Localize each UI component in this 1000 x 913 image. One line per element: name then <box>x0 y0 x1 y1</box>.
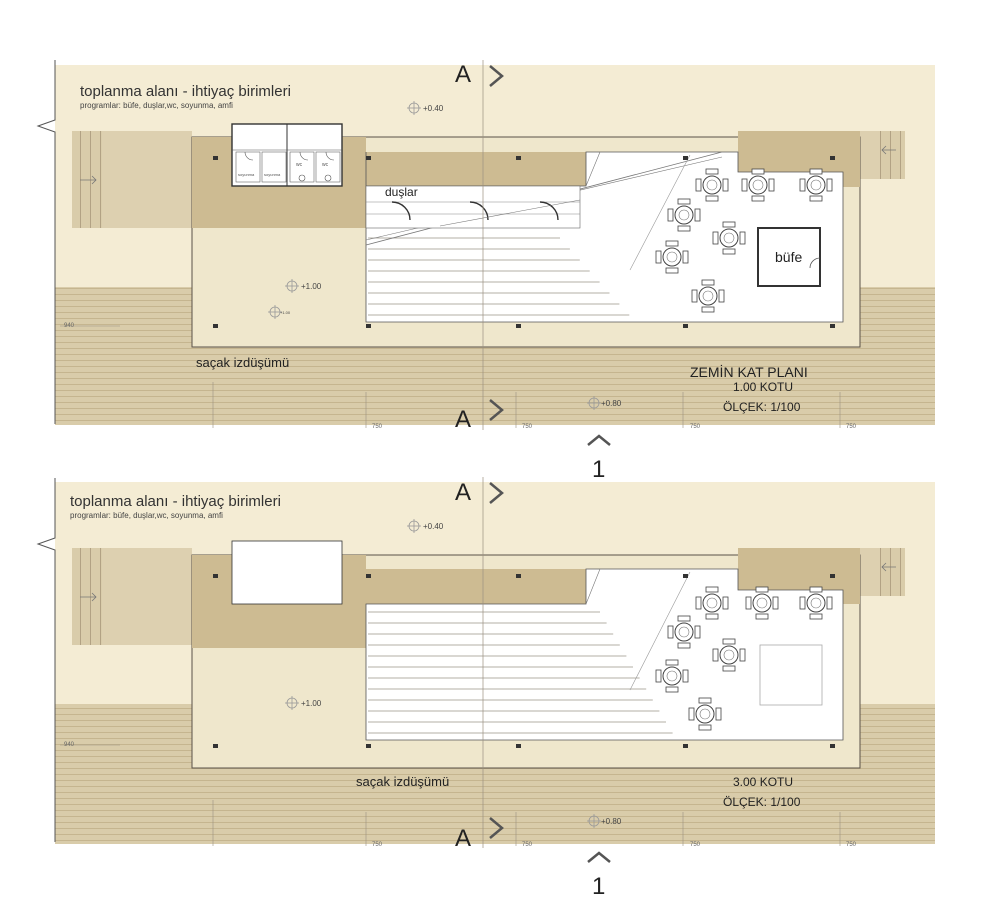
elevation-label: +1.00 <box>301 699 322 708</box>
elevation-label: +0.40 <box>423 104 444 113</box>
break-line-icon <box>36 478 56 842</box>
ramp-line <box>585 151 601 187</box>
shower-arc-icon <box>391 201 411 221</box>
door-arc-icon <box>325 151 335 161</box>
section-label: A <box>455 406 471 433</box>
plan-title: toplanma alanı - ihtiyaç birimleri <box>70 493 281 510</box>
level-title: 3.00 KOTU <box>733 775 793 789</box>
wc-label: wc <box>296 162 303 168</box>
dimension-label: 750 <box>846 842 857 848</box>
kiosk <box>757 227 821 287</box>
shower-arc-icon <box>539 201 559 221</box>
stairs-right <box>880 131 905 179</box>
section-arrow-icon <box>489 399 504 421</box>
wc-label: wc <box>322 162 329 168</box>
stairs-right <box>880 548 905 596</box>
dimension-label: 940 <box>64 742 75 748</box>
stair-arrow-icon <box>80 175 97 185</box>
dimension-lines <box>60 325 841 428</box>
dimension-label: 750 <box>690 842 701 848</box>
dimension-label: 750 <box>522 842 533 848</box>
scale-label: ÖLÇEK: 1/100 <box>723 795 801 809</box>
dimension-label: 750 <box>372 424 383 430</box>
stair-arrow-icon <box>80 592 97 602</box>
dimension-label: 750 <box>522 424 533 430</box>
section-label: A <box>455 825 471 852</box>
columns <box>213 574 835 748</box>
wc-label: soyunma <box>264 172 281 177</box>
dimension-label: 750 <box>690 424 701 430</box>
elevation-label: +0.40 <box>423 522 444 531</box>
eave-label: saçak izdüşümü <box>196 355 289 370</box>
drawing-title: ZEMİN KAT PLANI <box>690 363 808 380</box>
kiosk-roof <box>759 644 823 706</box>
dimension-label: 940 <box>64 323 75 329</box>
section-label: A <box>455 479 471 506</box>
program-list: programlar: büfe, duşlar,wc, soyunma, am… <box>80 101 233 110</box>
dimension-label: 750 <box>846 424 857 430</box>
amphitheater-steps <box>368 611 673 734</box>
elevation-label: +1.00 <box>280 310 291 315</box>
amphitheater-steps <box>368 237 630 316</box>
plan-title: toplanma alanı - ihtiyaç birimleri <box>80 83 291 100</box>
view-number: 1 <box>592 873 605 900</box>
stairs-left <box>72 548 102 645</box>
ground-floor-plan: soyunma soyunma wc wc büfe <box>36 60 935 483</box>
elevation-label: +0.80 <box>601 817 622 826</box>
kiosk-label: büfe <box>775 249 802 265</box>
view-caret-icon <box>587 851 611 863</box>
ramp-line <box>629 571 691 691</box>
dimension-label: 750 <box>372 842 383 848</box>
stairs-left <box>72 131 102 228</box>
break-line-icon <box>36 60 56 424</box>
upper-canopy <box>366 569 586 604</box>
ramp-line <box>629 154 691 271</box>
elevation-label: +0.80 <box>601 399 622 408</box>
scale-label: ÖLÇEK: 1/100 <box>723 400 801 414</box>
door-arc-icon <box>809 257 821 269</box>
section-arrow-icon <box>489 482 504 504</box>
wc-label: soyunma <box>238 172 255 177</box>
shower-area <box>365 185 581 229</box>
section-arrow-icon <box>489 65 504 87</box>
upper-level-plan: 750 750 750 750 940 toplanma alanı - iht… <box>36 477 935 900</box>
door-arc-icon <box>244 151 254 161</box>
showers-label: duşlar <box>385 185 418 199</box>
door-arc-icon <box>299 151 309 161</box>
section-arrow-icon <box>489 817 504 839</box>
view-caret-icon <box>587 434 611 446</box>
elevation-label: +1.00 <box>301 282 322 291</box>
columns <box>213 156 835 328</box>
wc-roof <box>231 540 343 605</box>
view-number: 1 <box>592 456 605 483</box>
eave-label: saçak izdüşümü <box>356 774 449 789</box>
shower-canopy <box>366 152 586 186</box>
ramp-line <box>585 568 601 605</box>
section-label: A <box>455 61 471 88</box>
stair-arrow-icon <box>881 145 896 155</box>
dimension-lines <box>60 744 841 846</box>
stair-arrow-icon <box>881 562 896 572</box>
program-list: programlar: büfe, duşlar,wc, soyunma, am… <box>70 511 223 520</box>
level-title: 1.00 KOTU <box>733 380 793 394</box>
